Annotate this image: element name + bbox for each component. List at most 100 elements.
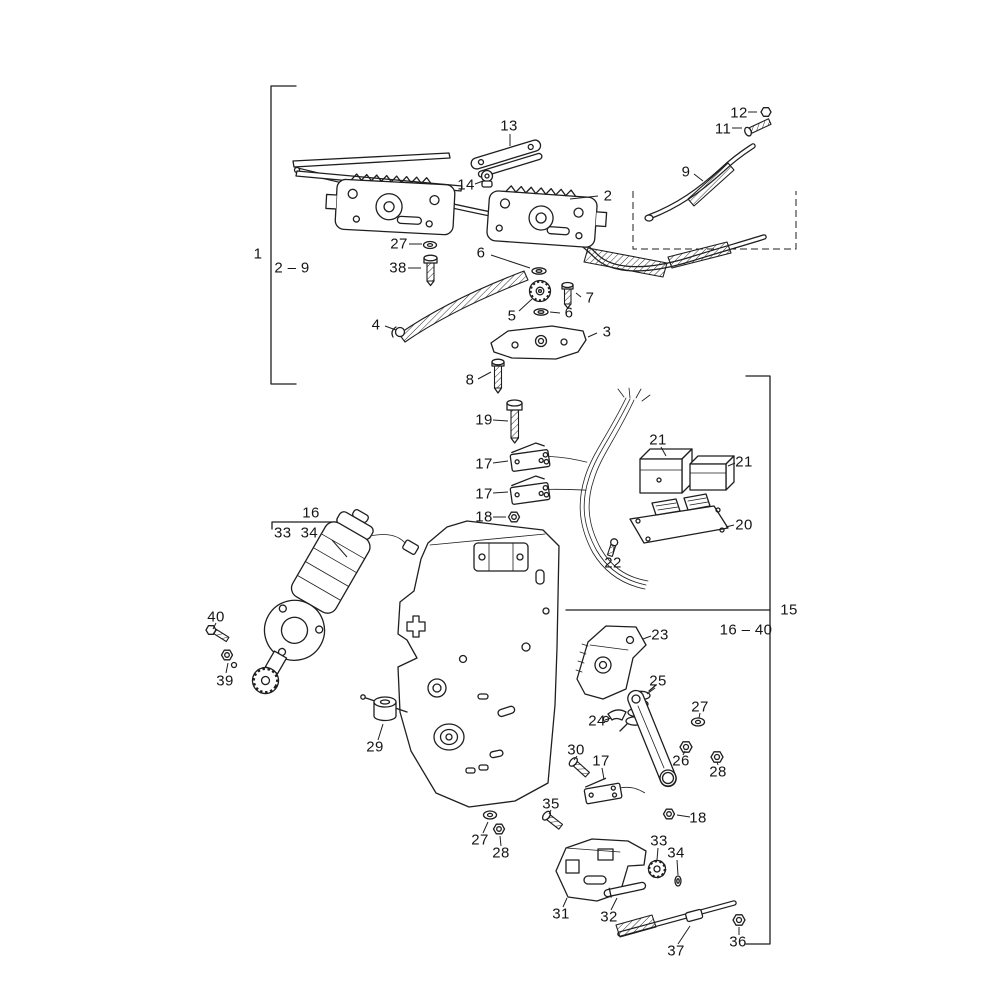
dashed-reference-box: [632, 191, 797, 250]
part-label-39: 39: [216, 672, 234, 690]
part-label-17-b: 17: [475, 485, 493, 503]
part-40-bolt: [205, 625, 230, 643]
part-3-plate: [490, 325, 587, 360]
part-label-21-a: 21: [649, 431, 667, 449]
part-9-cable-tube: [644, 143, 756, 222]
part-label-20: 20: [735, 516, 753, 534]
part-label-17-a: 17: [475, 455, 493, 473]
part-2-guide-left: [325, 173, 456, 236]
part-label-34: 34: [667, 844, 685, 862]
part-label-4: 4: [371, 316, 381, 334]
part-label-26: 26: [672, 752, 690, 770]
part-label-18-b: 18: [689, 809, 707, 827]
part-label-14: 14: [457, 176, 475, 194]
part-label-29: 29: [366, 738, 384, 756]
part-label-31: 31: [552, 905, 570, 923]
part-4-rack: [391, 270, 529, 343]
part-37-rod: [615, 900, 737, 938]
part-label-37: 37: [667, 942, 685, 960]
group-label-16-40: 16 – 40: [719, 621, 773, 639]
part-label-25: 25: [649, 672, 667, 690]
part-21-relay-a: [639, 448, 693, 494]
group-label-2-9: 2 – 9: [274, 259, 310, 277]
part-28-nut-b: [492, 823, 506, 835]
part-label-2: 2: [603, 187, 613, 205]
part-label-5: 5: [507, 307, 517, 325]
part-label-24: 24: [588, 712, 606, 730]
part-label-28-b: 28: [492, 844, 510, 862]
part-label-28-a: 28: [709, 763, 727, 781]
bracket-group-15: [565, 375, 771, 945]
part-label-3: 3: [602, 323, 612, 341]
part-label-18-a: 18: [475, 508, 493, 526]
part-35-screw: [541, 810, 564, 830]
part-36-nut: [732, 914, 746, 926]
part-27-washer-c: [482, 810, 498, 820]
part-31-bracket: [555, 838, 647, 902]
part-6-washer-lower: [533, 308, 549, 316]
part-19-screw: [506, 399, 523, 444]
mounting-plate: [397, 520, 560, 808]
part-label-6-a: 6: [476, 244, 486, 262]
part-label-11: 11: [714, 120, 732, 138]
part-34-washer: [674, 875, 682, 887]
part-26-nut: [679, 741, 693, 753]
part-label-38: 38: [389, 259, 407, 277]
part-38-screw: [423, 254, 438, 287]
bracket-group-1: [270, 85, 297, 385]
part-label-32: 32: [600, 908, 618, 926]
part-label-33: 33: [650, 832, 668, 850]
lever-arm: [627, 689, 677, 788]
part-12-screw: [760, 107, 772, 117]
part-label-30: 30: [567, 741, 585, 759]
group-label-33-34: 33 34: [273, 524, 319, 542]
part-label-40: 40: [207, 608, 225, 626]
part-label-22: 22: [604, 554, 622, 572]
part-label-27-a: 27: [390, 235, 408, 253]
part-label-8: 8: [465, 371, 475, 389]
part-20-relay-plate: [629, 493, 729, 544]
part-18-nut-b: [662, 808, 676, 820]
part-7-screw: [561, 281, 574, 309]
part-29-grommet: [360, 694, 408, 722]
part-21-relay-b: [689, 455, 735, 491]
part-label-27-b: 27: [691, 698, 709, 716]
part-11-screw: [744, 118, 772, 137]
part-label-35: 35: [542, 795, 560, 813]
part-33-gear: [647, 859, 667, 879]
leader-lines: [212, 111, 757, 945]
part-17-switch-a: [509, 442, 588, 472]
group-label-16: 16: [302, 504, 320, 522]
part-14-clamp: [480, 169, 494, 188]
part-label-27-c: 27: [471, 831, 489, 849]
part-13-bracket: [470, 139, 543, 178]
part-label-12: 12: [730, 104, 748, 122]
wiring-harness: [579, 387, 651, 590]
part-label-19: 19: [475, 411, 493, 429]
part-27-washer-a: [422, 240, 438, 250]
part-label-7: 7: [585, 289, 595, 307]
part-label-23: 23: [651, 626, 669, 644]
part-label-13: 13: [500, 117, 518, 135]
part-17-switch-b: [509, 475, 587, 505]
part-label-36: 36: [729, 933, 747, 951]
part-8-screw: [491, 358, 505, 394]
part-6-washer-upper: [531, 267, 547, 275]
part-23-guide: [575, 625, 647, 700]
part-30-screw: [568, 757, 590, 778]
part-17-switch-c: [583, 777, 645, 805]
part-24-spring-end: [602, 709, 627, 723]
part-label-21-b: 21: [735, 453, 753, 471]
part-16-motor: [251, 508, 420, 695]
part-18-nut-a: [507, 511, 521, 523]
part-label-17-c: 17: [592, 752, 610, 770]
part-28-nut-a: [710, 751, 724, 763]
part-5-gear: [528, 279, 552, 303]
group-label-1: 1: [253, 245, 263, 263]
part-label-6-b: 6: [564, 304, 574, 322]
part-39-nut: [220, 649, 238, 669]
part-27-washer-b: [690, 717, 706, 727]
group-label-15: 15: [780, 601, 798, 619]
